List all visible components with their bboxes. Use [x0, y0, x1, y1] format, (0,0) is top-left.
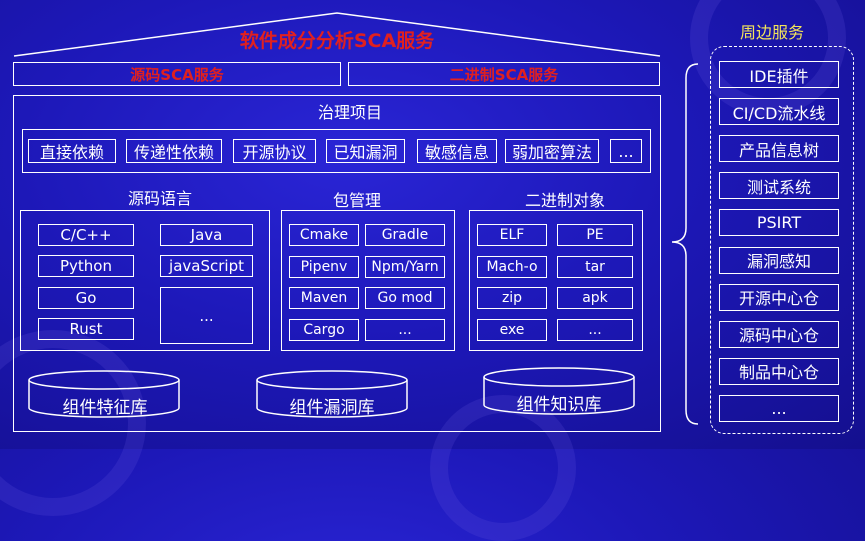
governance-item: 弱加密算法 — [505, 139, 599, 163]
peripheral-panel — [710, 46, 854, 434]
languages-title: 源码语言 — [127, 189, 192, 208]
peripheral-service-item: 开源中心仓 — [719, 283, 839, 311]
binary-object-item: exe — [477, 319, 547, 341]
peripheral-service-item: ... — [719, 394, 839, 422]
peripheral-service-item: 漏洞感知 — [719, 246, 839, 274]
language-item: Rust — [38, 318, 134, 340]
db-component-features: 组件特征库 — [62, 397, 148, 418]
main-container — [13, 95, 661, 432]
package-item: Maven — [289, 287, 359, 309]
diagram-title: 软件成分分析SCA服务 — [239, 29, 435, 52]
peripheral-service-item: IDE插件 — [719, 61, 839, 88]
binary-object-item: ELF — [477, 224, 547, 246]
package-item: Cmake — [289, 224, 359, 246]
curly-brace — [671, 63, 699, 425]
package-mgmt-panel — [281, 210, 455, 351]
binary-sca-bar: 二进制SCA服务 — [348, 62, 660, 86]
governance-item: 已知漏洞 — [326, 139, 405, 163]
database-cylinders — [28, 367, 635, 418]
package-item: Pipenv — [289, 256, 359, 278]
db-component-knowledge: 组件知识库 — [516, 394, 602, 415]
governance-item: 直接依赖 — [28, 139, 116, 163]
peripheral-service-item: 产品信息树 — [719, 135, 839, 163]
language-item: C/C++ — [38, 224, 134, 246]
governance-item: 敏感信息 — [417, 139, 497, 163]
db-component-vulnerabilities: 组件漏洞库 — [289, 397, 375, 418]
package-item: ... — [365, 319, 445, 341]
governance-title: 治理项目 — [317, 103, 382, 122]
binary-object-item: Mach-o — [477, 256, 547, 278]
binary-object-item: apk — [557, 287, 633, 309]
language-item: Go — [38, 287, 134, 309]
peripheral-service-item: 制品中心仓 — [719, 357, 839, 385]
governance-item: ... — [610, 139, 642, 163]
languages-panel — [20, 210, 270, 351]
binary-objects-panel — [469, 210, 643, 351]
package-item: Go mod — [365, 287, 445, 309]
binary-object-item: tar — [557, 256, 633, 278]
governance-panel — [22, 129, 651, 173]
peripheral-service-item: 源码中心仓 — [719, 320, 839, 348]
package-item: Cargo — [289, 319, 359, 341]
package-item: Gradle — [365, 224, 445, 246]
roof-outline — [13, 12, 661, 57]
binary-objects-title: 二进制对象 — [524, 191, 605, 210]
package-mgmt-title: 包管理 — [332, 191, 381, 210]
peripheral-service-item: CI/CD流水线 — [719, 98, 839, 126]
governance-item: 传递性依赖 — [126, 139, 222, 163]
binary-object-item: ... — [557, 319, 633, 341]
peripheral-service-item: PSIRT — [719, 209, 839, 237]
language-item: Java — [160, 224, 253, 246]
language-item: ... — [160, 287, 253, 344]
package-item: Npm/Yarn — [365, 256, 445, 278]
peripheral-title: 周边服务 — [739, 23, 804, 42]
source-sca-bar: 源码SCA服务 — [13, 62, 341, 86]
binary-object-item: zip — [477, 287, 547, 309]
language-item: javaScript — [160, 255, 253, 277]
language-item: Python — [38, 255, 134, 277]
peripheral-service-item: 测试系统 — [719, 172, 839, 200]
binary-object-item: PE — [557, 224, 633, 246]
governance-item: 开源协议 — [233, 139, 316, 163]
